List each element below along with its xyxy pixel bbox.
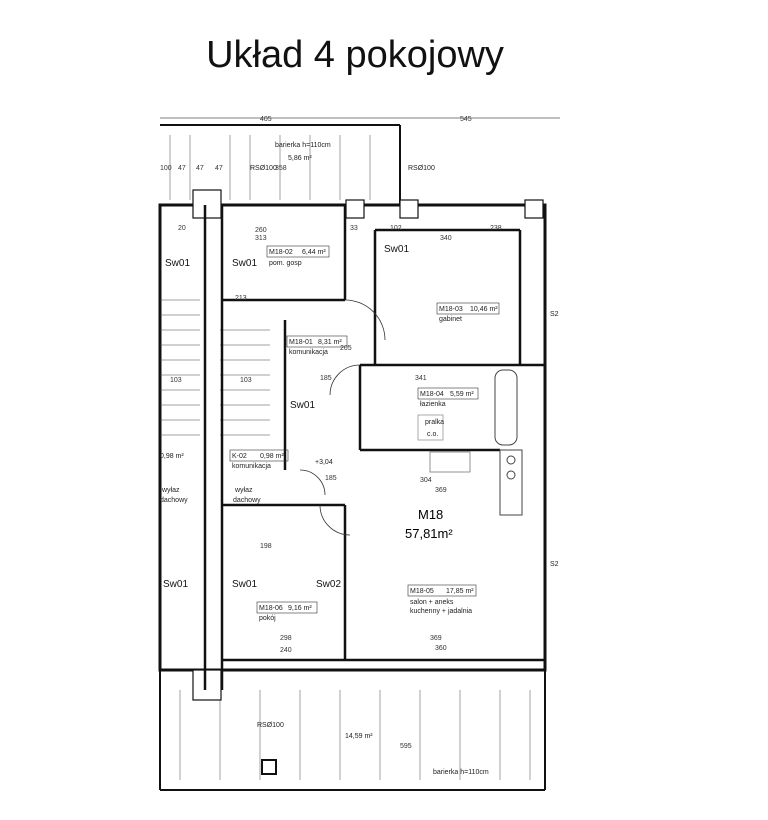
bathtub (494, 369, 518, 446)
drain-label-left: RSØ100 (250, 165, 277, 172)
svg-text:M18-01: M18-01 (289, 339, 313, 346)
svg-text:łazienka: łazienka (420, 401, 446, 408)
drain-icon (261, 759, 277, 775)
roof-hatch-left-label: wyłaz (161, 487, 180, 494)
svg-text:369: 369 (430, 635, 442, 642)
svg-text:298: 298 (280, 635, 292, 642)
svg-text:360: 360 (435, 645, 447, 652)
svg-text:103: 103 (170, 377, 182, 384)
svg-text:9,16 m²: 9,16 m² (288, 605, 312, 612)
svg-text:185: 185 (320, 375, 332, 382)
room-k-02: K-02 0,98 m² komunikacja (229, 449, 289, 470)
svg-text:komunikacja: komunikacja (289, 349, 328, 356)
svg-text:pokój: pokój (259, 615, 276, 622)
balcony-top-hatch (169, 135, 371, 200)
left-area: 0,98 m² (160, 453, 184, 460)
drain-label-right: RSØ100 (408, 165, 435, 172)
apartment-area: 57,81m² (405, 526, 453, 541)
svg-text:8,31 m²: 8,31 m² (318, 339, 342, 346)
door-label: Sw02 (316, 579, 341, 590)
level-mark: +3,04 (315, 459, 333, 466)
svg-text:103: 103 (240, 377, 252, 384)
svg-text:102: 102 (390, 225, 402, 232)
pralka-label: pralka (425, 419, 444, 426)
svg-text:545: 545 (460, 116, 472, 123)
svg-text:340: 340 (440, 235, 452, 242)
svg-text:0,98 m²: 0,98 m² (260, 453, 284, 460)
page-title: Układ 4 pokojowy (206, 34, 504, 76)
svg-text:kuchenny + jadalnia: kuchenny + jadalnia (410, 608, 472, 615)
svg-text:pom. gosp: pom. gosp (269, 260, 302, 267)
balcony-bottom-hatch (179, 690, 531, 780)
svg-text:M18-03: M18-03 (439, 306, 463, 313)
washing-machine (417, 414, 444, 441)
stairs (160, 299, 270, 436)
door-swings (299, 299, 386, 536)
roof-hatch-label-2: dachowy (233, 497, 261, 504)
svg-text:17,85 m²: 17,85 m² (446, 588, 474, 595)
kitchen-counter (499, 449, 523, 516)
svg-text:595: 595 (400, 743, 412, 750)
balcony-top-area: 5,86 m² (288, 155, 312, 162)
window-label: Sw01 (384, 244, 409, 255)
svg-text:304: 304 (420, 477, 432, 484)
balcony-bottom-barrier: barierka h=110cm (433, 769, 489, 776)
window-label: Sw01 (232, 579, 257, 590)
window-labels: Sw01 Sw01 Sw01 Sw01 Sw01 Sw01 Sw02 (163, 244, 409, 590)
svg-text:gabinet: gabinet (439, 316, 462, 323)
room-m18-06: M18-06 9,16 m² pokój (256, 601, 318, 622)
svg-text:341: 341 (415, 375, 427, 382)
svg-text:M18-06: M18-06 (259, 605, 283, 612)
svg-text:salon + aneks: salon + aneks (410, 599, 454, 606)
roof-hatch-left-label-2: dachowy (160, 497, 188, 504)
svg-text:47: 47 (178, 165, 186, 172)
svg-text:M18-04: M18-04 (420, 391, 444, 398)
svg-text:213: 213 (235, 295, 247, 302)
svg-text:185: 185 (325, 475, 337, 482)
svg-text:205: 205 (340, 345, 352, 352)
s2-label-bottom: S2 (550, 561, 559, 568)
room-m18-02: M18-02 6,44 m² pom. gosp (266, 245, 330, 267)
svg-text:240: 240 (280, 647, 292, 654)
room-m18-04: M18-04 5,59 m² łazienka (417, 387, 479, 408)
dimensions: 100 47 47 47 358 20 260 313 33 102 340 238 341 30… (160, 165, 502, 750)
svg-text:33: 33 (350, 225, 358, 232)
svg-text:47: 47 (196, 165, 204, 172)
svg-text:198: 198 (260, 543, 272, 550)
svg-text:K-02: K-02 (232, 453, 247, 460)
svg-text:47: 47 (215, 165, 223, 172)
svg-text:369: 369 (435, 487, 447, 494)
svg-text:405: 405 (260, 116, 272, 123)
room-m18-03: M18-03 10,46 m² gabinet (436, 302, 500, 323)
balcony-bottom-area: 14,59 m² (345, 733, 373, 740)
window-label: Sw01 (232, 258, 257, 269)
s2-label-top: S2 (550, 311, 559, 318)
svg-text:M18-02: M18-02 (269, 249, 293, 256)
svg-text:6,44 m²: 6,44 m² (302, 249, 326, 256)
room-m18-05: M18-05 17,85 m² salon + aneks kuchenny +… (407, 584, 477, 615)
svg-text:M18-05: M18-05 (410, 588, 434, 595)
balcony-top-barrier: barierka h=110cm (275, 142, 331, 149)
svg-text:10,46 m²: 10,46 m² (470, 306, 498, 313)
co-label: c.o. (427, 431, 438, 438)
svg-text:5,59 m²: 5,59 m² (450, 391, 474, 398)
apartment-id: M18 (418, 507, 443, 522)
svg-text:100: 100 (160, 165, 172, 172)
svg-text:260: 260 (255, 227, 267, 234)
svg-text:20: 20 (178, 225, 186, 232)
svg-text:komunikacja: komunikacja (232, 463, 271, 470)
svg-text:238: 238 (490, 225, 502, 232)
drain-label-bottom: RSØ100 (257, 722, 284, 729)
window-label: Sw01 (163, 579, 188, 590)
interior-walls (203, 205, 545, 690)
svg-text:358: 358 (275, 165, 287, 172)
svg-text:313: 313 (255, 235, 267, 242)
room-m18-01: M18-01 8,31 m² komunikacja (286, 335, 348, 356)
window-label: Sw01 (290, 400, 315, 411)
window-label: Sw01 (165, 258, 190, 269)
roof-hatch-label: wyłaz (234, 487, 253, 494)
